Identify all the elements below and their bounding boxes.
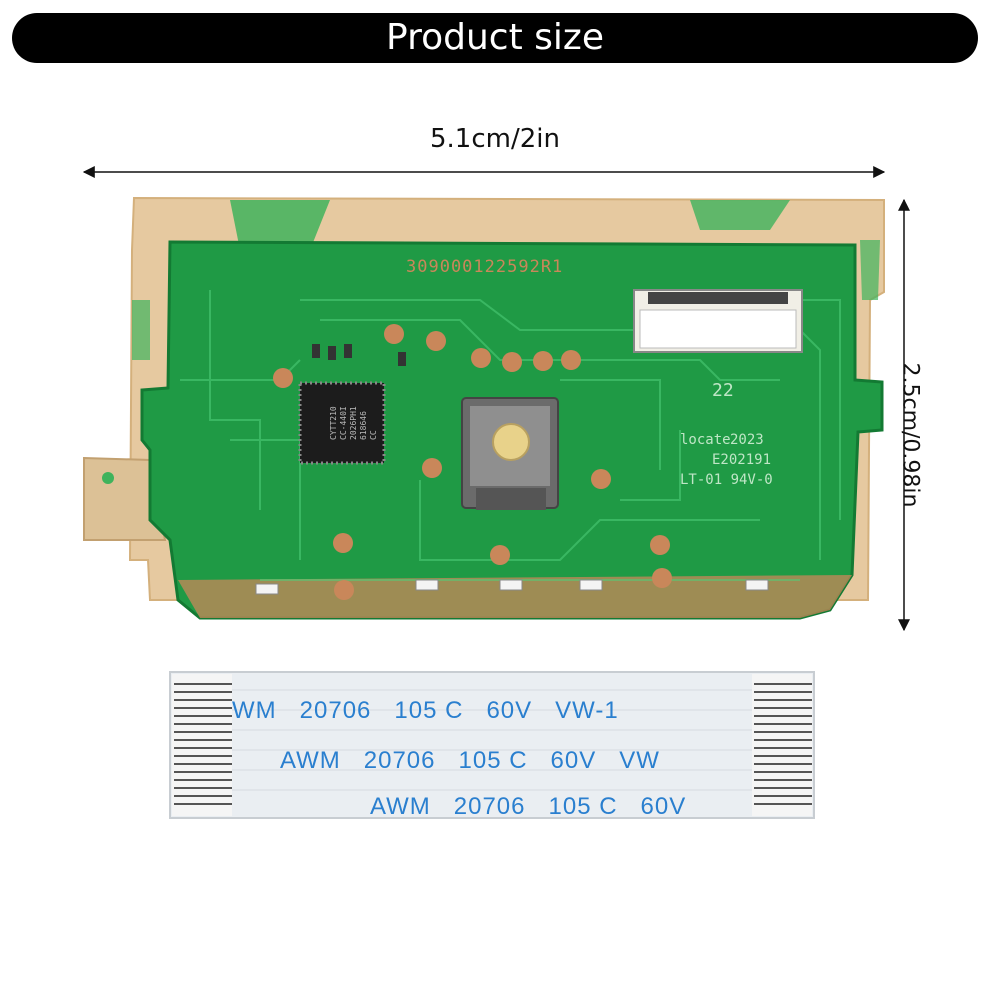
product-size-banner: Product size [12,13,978,63]
height-dimension-text: 2.5cm/0.98in [897,362,923,508]
chip-marking-line-4: 618646 [359,411,368,440]
pcb-year: 2023 [730,432,764,448]
width-dimension-label: 5.1cm/2in [430,124,560,154]
pcb-brand-mark: locate [680,432,731,448]
pcb-part-number: 309000122592R1 [406,257,563,277]
pcb-board: CYTT210 CC-440I 2026PH1 618646 CC 309000… [140,240,884,620]
ribbon-connector [633,289,803,353]
pcb-board-number: 22 [712,380,734,401]
tactile-switch [461,397,559,510]
cable-print-line-3: AWM 20706 105 C 60V [370,793,686,820]
pcb-ul-code: E202191 [712,452,771,468]
controller-chip [298,381,386,465]
chip-marking-line-3: 2026PH1 [349,406,358,440]
chip-marking-line-5: CC [369,430,378,440]
flat-ribbon-cable: WM 20706 105 C 60V VW-1 AWM 20706 105 C … [169,671,815,820]
chip-marking-line-1: CYTT210 [329,406,338,440]
cable-print-line-1: WM 20706 105 C 60V VW-1 [232,697,619,724]
led-row [255,579,769,595]
chip-marking-line-2: CC-440I [339,406,348,440]
cable-print-line-2: AWM 20706 105 C 60V VW [280,747,660,774]
pcb-rating: LT-01 94V-0 [680,472,773,488]
side-tab [83,456,167,541]
banner-title: Product size [386,17,604,58]
copper-pads [273,324,672,600]
cable-contacts-left [172,674,232,816]
cable-contacts-right [752,674,812,816]
